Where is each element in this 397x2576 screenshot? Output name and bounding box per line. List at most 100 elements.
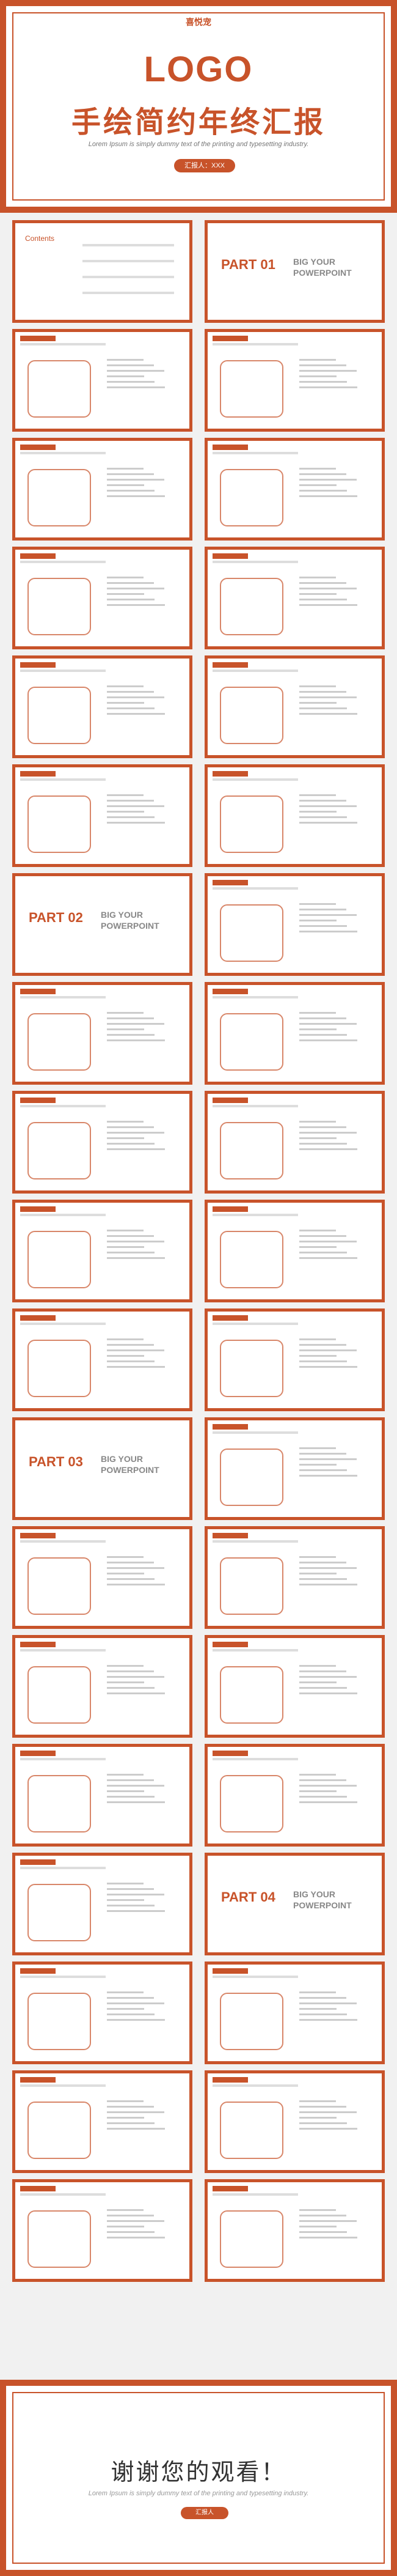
text-line <box>107 1888 154 1890</box>
slide-thumbnail[interactable] <box>12 764 192 867</box>
slide-header-bar <box>20 1751 56 1756</box>
slide-illustration <box>214 1437 376 1511</box>
slide-thumbnail[interactable] <box>205 982 385 1085</box>
text-line <box>107 1344 154 1346</box>
text-line <box>299 1257 357 1259</box>
text-line <box>299 1012 336 1014</box>
hand-drawn-shape <box>220 1666 283 1724</box>
slide-thumbnail[interactable] <box>205 1635 385 1738</box>
text-line <box>299 2106 346 2108</box>
text-line <box>299 811 337 813</box>
slide-thumbnail[interactable] <box>205 764 385 867</box>
slide-illustration <box>214 676 376 749</box>
slide-thumbnail[interactable] <box>205 329 385 432</box>
slide-header-bar <box>20 1206 56 1212</box>
text-line <box>299 805 357 807</box>
slide-illustration <box>21 676 183 749</box>
slide-illustration <box>214 1655 376 1729</box>
slide-thumbnail[interactable] <box>205 1526 385 1629</box>
slide-header-line <box>20 452 106 454</box>
slide-illustration <box>214 1220 376 1293</box>
slide-thumbnail[interactable] <box>205 547 385 649</box>
slide-illustration <box>214 567 376 640</box>
end-inner-border <box>12 2392 385 2564</box>
text-line <box>299 484 337 486</box>
text-line <box>299 1028 337 1030</box>
slide-header-line <box>20 1105 106 1107</box>
slide-thumbnail[interactable] <box>205 438 385 541</box>
slide-thumbnail[interactable] <box>12 1744 192 1847</box>
slide-thumbnail[interactable]: Contents <box>12 220 192 323</box>
hand-drawn-shape <box>220 578 283 635</box>
slide-thumbnail[interactable] <box>205 2070 385 2173</box>
slide-thumbnail[interactable] <box>12 2070 192 2173</box>
cover-subtitle: Lorem Ipsum is simply dummy text of the … <box>88 141 309 148</box>
slide-illustration <box>214 2091 376 2164</box>
slide-thumbnail[interactable] <box>205 873 385 976</box>
slide-thumbnail[interactable] <box>12 1091 192 1194</box>
text-line <box>299 909 346 910</box>
slide-thumbnail[interactable] <box>12 655 192 758</box>
text-line <box>299 1132 357 1134</box>
slide-header-bar <box>20 445 56 450</box>
slide-thumbnail[interactable] <box>205 1962 385 2064</box>
text-line <box>107 479 164 481</box>
text-line <box>299 1567 357 1569</box>
text-line <box>299 1676 357 1678</box>
slide-thumbnail[interactable] <box>12 547 192 649</box>
hand-drawn-shape <box>27 1013 91 1071</box>
slide-thumbnail[interactable] <box>12 1853 192 1955</box>
contents-line <box>82 260 174 262</box>
slide-thumbnail[interactable] <box>12 1962 192 2064</box>
slide-header-bar <box>20 1315 56 1321</box>
slide-thumbnail[interactable] <box>12 1308 192 1411</box>
slide-thumbnail[interactable] <box>205 1744 385 1847</box>
text-line <box>107 1779 154 1781</box>
slide-thumbnail[interactable] <box>205 1417 385 1520</box>
slide-thumbnail[interactable] <box>12 982 192 1085</box>
text-line <box>299 1241 357 1242</box>
slide-thumbnail[interactable] <box>12 2179 192 2282</box>
text-line <box>299 794 336 796</box>
text-line <box>107 1997 154 1999</box>
slide-illustration <box>214 1111 376 1184</box>
text-line <box>107 1355 144 1357</box>
text-line <box>299 479 357 481</box>
slide-thumbnail[interactable] <box>205 1091 385 1194</box>
slide-header-line <box>20 1976 106 1978</box>
slide-thumbnail[interactable] <box>12 1526 192 1629</box>
slide-header-line <box>213 1431 298 1434</box>
text-line <box>299 2215 346 2216</box>
slide-thumbnail[interactable] <box>205 655 385 758</box>
slide-illustration <box>21 1220 183 1293</box>
text-line <box>299 1785 357 1787</box>
slide-illustration <box>214 1002 376 1076</box>
slide-thumbnail[interactable] <box>12 329 192 432</box>
text-line <box>107 1910 165 1912</box>
text-line <box>299 1573 337 1574</box>
slide-header-bar <box>213 1642 248 1647</box>
slide-thumbnail[interactable] <box>205 2179 385 2282</box>
text-line <box>299 1997 346 1999</box>
slide-thumbnail[interactable] <box>12 1635 192 1738</box>
slide-header-bar <box>20 1533 56 1538</box>
slide-thumbnail[interactable] <box>12 438 192 541</box>
hand-drawn-shape <box>27 1340 91 1397</box>
hand-drawn-shape <box>27 360 91 418</box>
slide-thumbnail[interactable] <box>12 1200 192 1302</box>
text-line <box>107 1039 165 1041</box>
text-line <box>299 1148 357 1150</box>
slide-thumbnail[interactable] <box>205 1308 385 1411</box>
text-line <box>107 1012 144 1014</box>
slide-thumbnail[interactable] <box>205 1200 385 1302</box>
text-line <box>299 1458 357 1460</box>
text-line <box>107 2215 154 2216</box>
slide-header-line <box>213 561 298 563</box>
slide-illustration <box>214 349 376 423</box>
text-line <box>107 1692 165 1694</box>
